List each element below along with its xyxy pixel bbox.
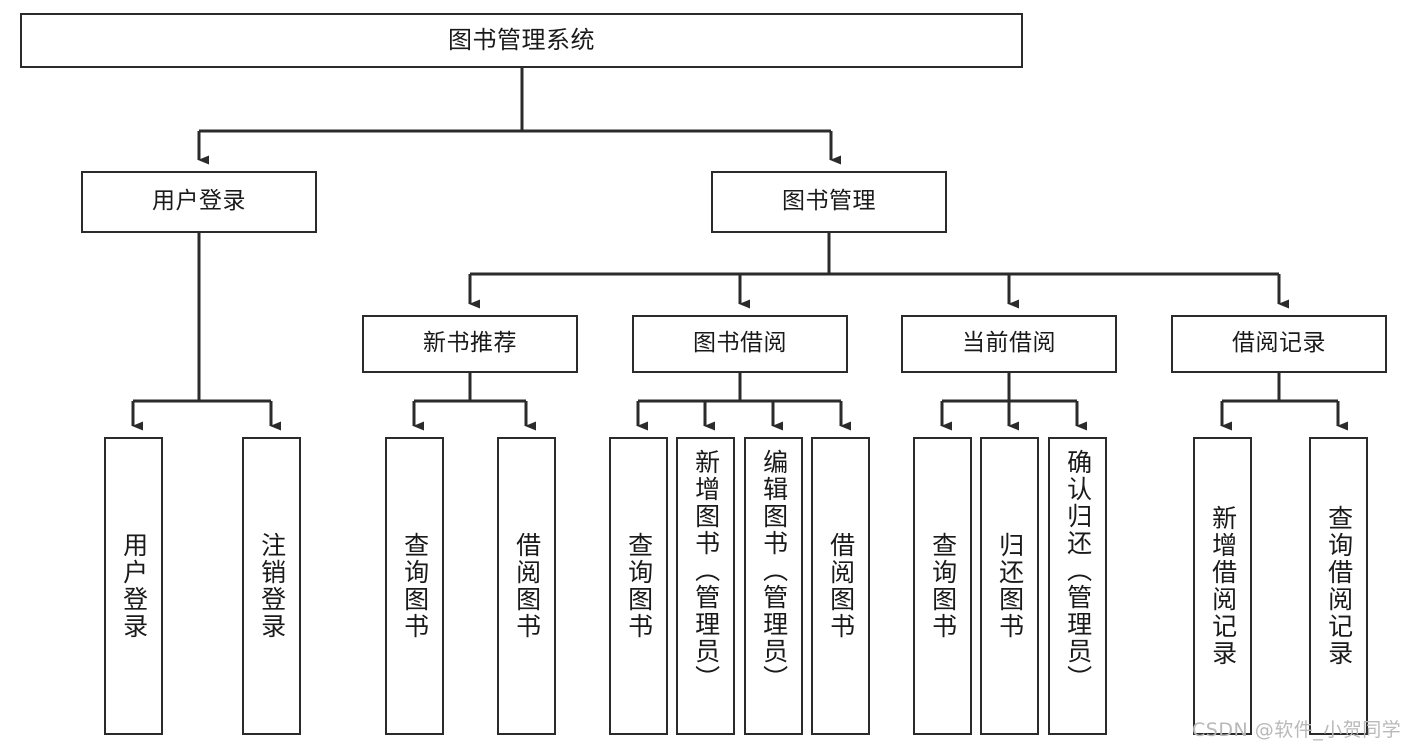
node-root-system[interactable]: 图书管理系统 [20, 13, 1023, 68]
node-label: 借阅图书 [512, 532, 542, 640]
leaf-record-add-record[interactable]: 新增借阅记录 [1193, 437, 1252, 735]
node-label: 新增图书（管理员） [691, 449, 721, 692]
csdn-watermark: CSDN @软件_小贺同学 [1192, 719, 1402, 741]
node-current-borrow[interactable]: 当前借阅 [901, 315, 1117, 373]
node-book-borrow[interactable]: 图书借阅 [632, 315, 848, 373]
node-label: 查询图书 [624, 532, 654, 640]
node-book-management[interactable]: 图书管理 [711, 171, 947, 233]
leaf-recommend-query-book[interactable]: 查询图书 [385, 437, 444, 735]
node-label: 新增借阅记录 [1208, 505, 1238, 667]
leaf-current-query-book[interactable]: 查询图书 [913, 437, 972, 735]
node-label: 归还图书 [995, 532, 1025, 640]
leaf-current-return-book[interactable]: 归还图书 [980, 437, 1039, 735]
node-label: 查询图书 [400, 532, 430, 640]
leaf-current-confirm-return-admin[interactable]: 确认归还（管理员） [1048, 437, 1107, 735]
node-label: 图书管理系统 [448, 26, 595, 55]
node-borrow-record[interactable]: 借阅记录 [1171, 315, 1387, 373]
node-label: 借阅图书 [826, 532, 856, 640]
node-label: 用户登录 [152, 188, 246, 215]
leaf-borrow-borrow-book[interactable]: 借阅图书 [811, 437, 870, 735]
leaf-record-query-record[interactable]: 查询借阅记录 [1309, 437, 1368, 735]
node-label: 查询图书 [928, 532, 958, 640]
leaf-borrow-edit-book-admin[interactable]: 编辑图书（管理员） [744, 437, 803, 735]
leaf-borrow-add-book-admin[interactable]: 新增图书（管理员） [676, 437, 735, 735]
node-label: 图书管理 [782, 188, 876, 215]
node-label: 注销登录 [257, 532, 287, 640]
node-label: 确认归还（管理员） [1063, 449, 1093, 692]
leaf-user-login-signout[interactable]: 注销登录 [242, 437, 301, 735]
node-user-login[interactable]: 用户登录 [81, 171, 317, 233]
node-label: 当前借阅 [962, 330, 1056, 357]
node-new-book-recommend[interactable]: 新书推荐 [362, 315, 578, 373]
leaf-recommend-borrow-book[interactable]: 借阅图书 [497, 437, 556, 735]
node-label: 查询借阅记录 [1324, 505, 1354, 667]
node-label: 借阅记录 [1232, 330, 1326, 357]
leaf-user-login-signin[interactable]: 用户登录 [104, 437, 163, 735]
leaf-borrow-query-book[interactable]: 查询图书 [609, 437, 668, 735]
node-label: 图书借阅 [693, 330, 787, 357]
node-label: 编辑图书（管理员） [759, 449, 789, 692]
node-label: 新书推荐 [423, 330, 517, 357]
node-label: 用户登录 [119, 532, 149, 640]
